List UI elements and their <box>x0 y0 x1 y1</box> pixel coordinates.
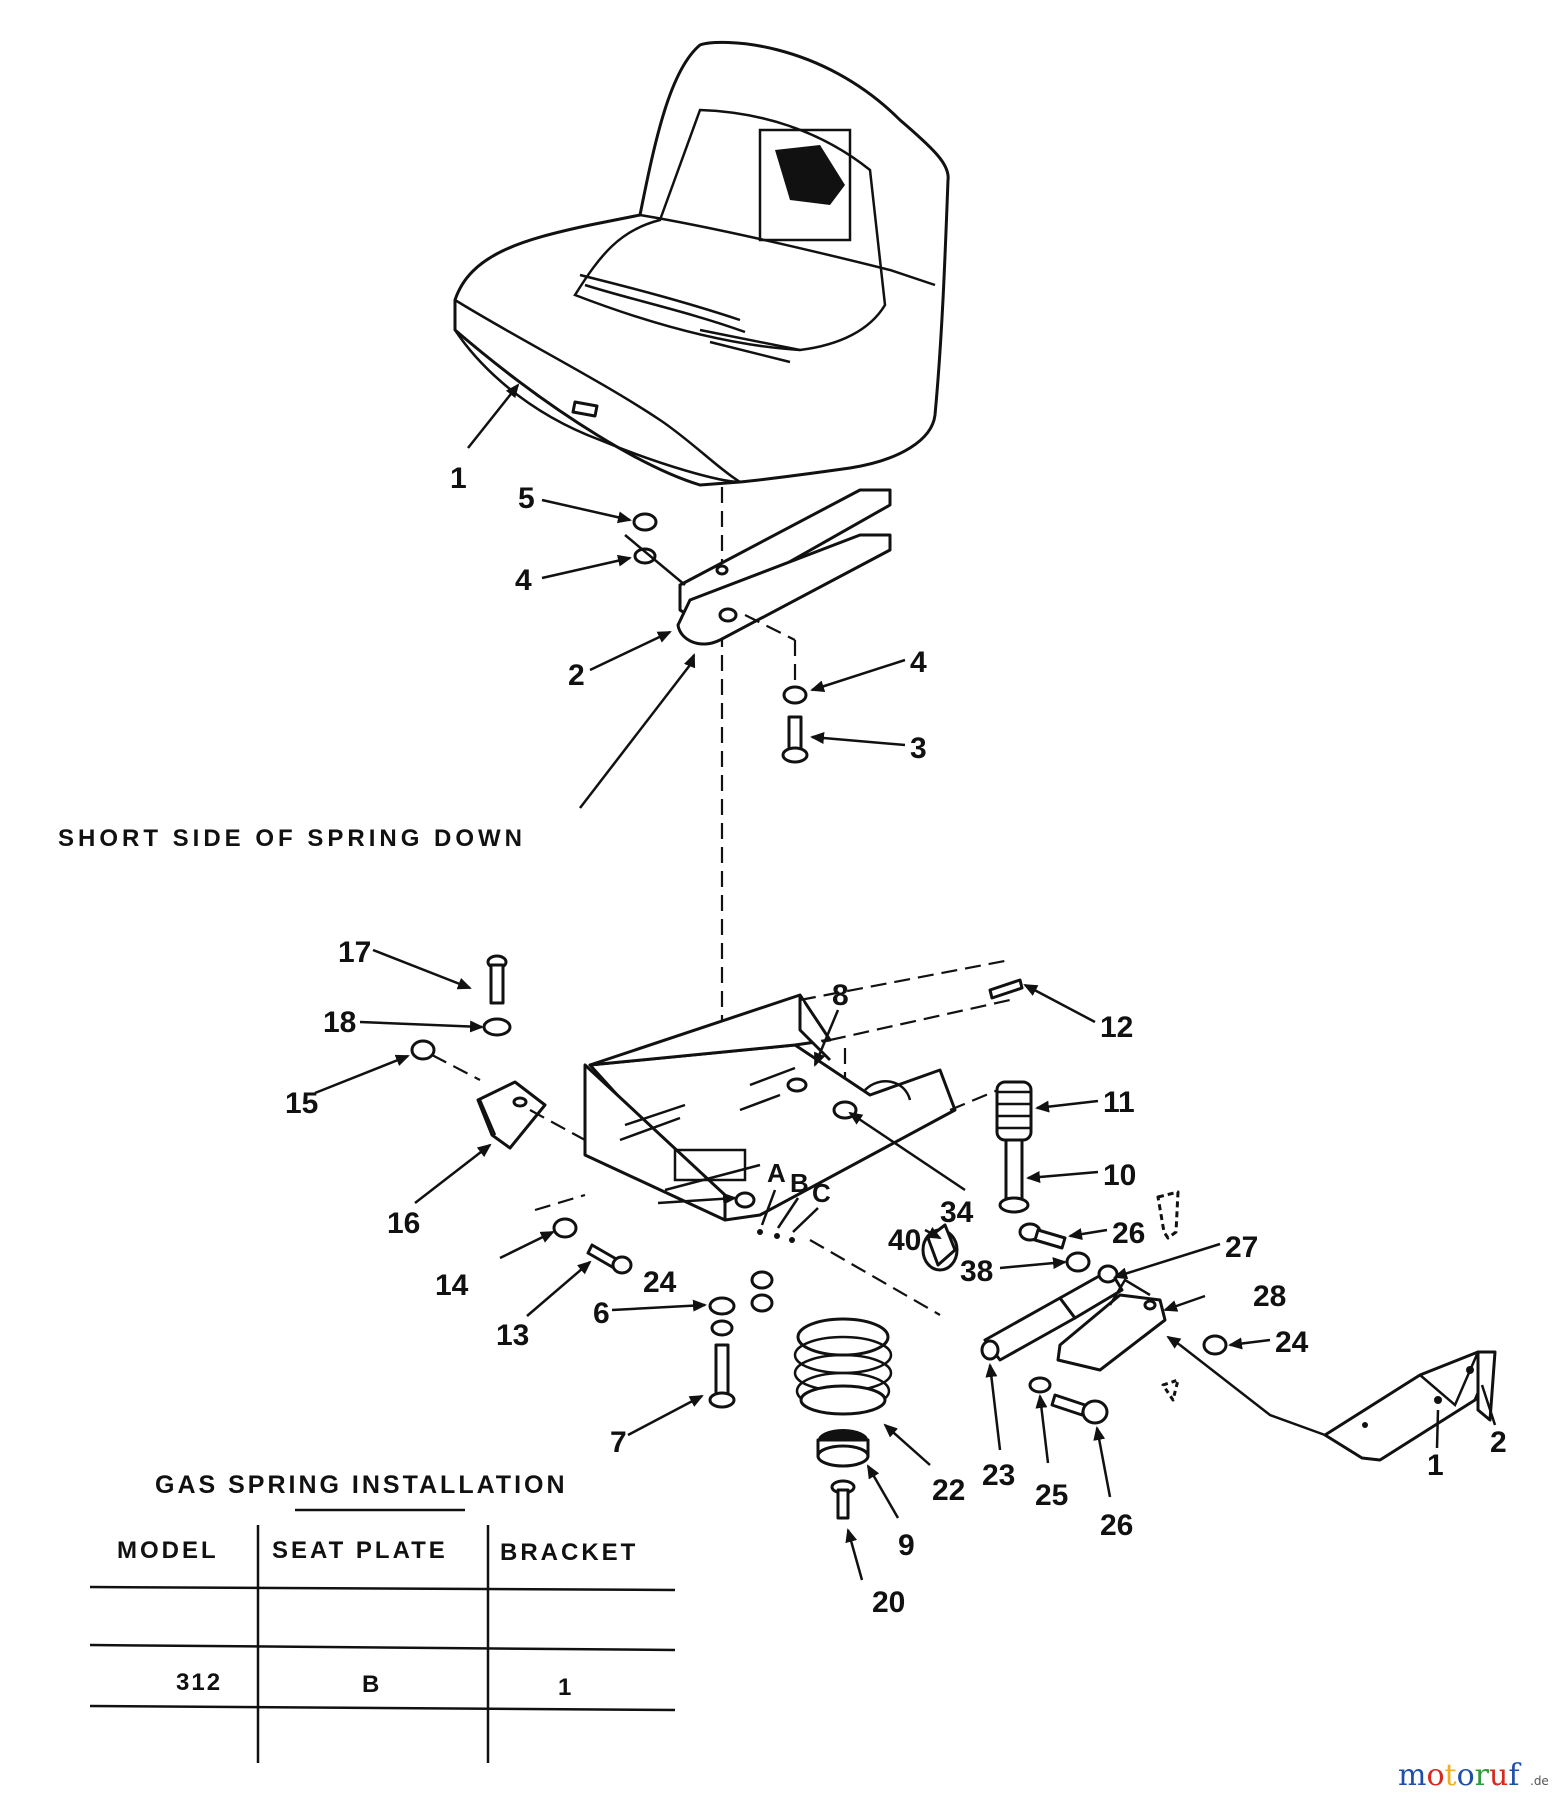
gas-spring-bracket-option <box>1323 1350 1497 1462</box>
callout-bolt-26-upper: 26 <box>1112 1217 1145 1250</box>
plate-hole-b: B <box>790 1168 809 1198</box>
callout-washer-38: 38 <box>960 1255 993 1288</box>
washer-38 <box>1065 1251 1091 1273</box>
bolt-26-lower <box>1050 1393 1109 1425</box>
pivot-bracket-16 <box>476 1080 547 1150</box>
watermark-letter: t <box>1445 1758 1457 1793</box>
callout-spacer-14: 14 <box>435 1269 469 1302</box>
callout-washer-4-lower: 4 <box>910 646 927 679</box>
callout-washer-6: 6 <box>593 1297 610 1330</box>
washer-4-lower <box>782 685 808 705</box>
callout-bolt-13: 13 <box>496 1319 529 1352</box>
bolt-13 <box>586 1243 633 1275</box>
table-title: GAS SPRING INSTALLATION <box>155 1471 568 1499</box>
spring-bracket <box>676 488 892 646</box>
bolt-20 <box>830 1479 856 1520</box>
callout-nut-5: 5 <box>518 482 535 515</box>
callout-nut-24-plate: 24 <box>643 1266 677 1299</box>
bolt-26-upper <box>1018 1222 1067 1250</box>
callout-nut-27: 27 <box>1225 1231 1258 1264</box>
washer-6 <box>708 1296 736 1316</box>
watermark-letter: u <box>1489 1758 1508 1793</box>
plate-hole-a: A <box>767 1158 786 1188</box>
bolt-7 <box>708 1343 736 1409</box>
callout-numbers: 1 5 4 2 4 3 17 18 15 16 8 12 11 10 34 26… <box>285 462 1309 1619</box>
callout-spring-22: 22 <box>932 1474 965 1507</box>
callout-bumper-9: 9 <box>898 1529 915 1562</box>
nut-plate-lower-2 <box>750 1293 774 1313</box>
callout-washer-25: 25 <box>1035 1479 1068 1512</box>
washer-25 <box>1028 1376 1052 1394</box>
callout-bolt-20: 20 <box>872 1586 905 1619</box>
callout-bracket-16: 16 <box>387 1207 420 1240</box>
nut-27 <box>1097 1264 1119 1284</box>
watermark-letter: o <box>1457 1758 1475 1793</box>
callout-bolt-7: 7 <box>610 1426 627 1459</box>
callout-nut-24-gas: 24 <box>1275 1326 1309 1359</box>
callout-nut-34: 34 <box>940 1196 974 1229</box>
callout-seat-1: 1 <box>450 462 467 495</box>
bolt-3 <box>781 715 809 764</box>
plate-hole-c: C <box>812 1178 831 1208</box>
callout-bolt-3: 3 <box>910 732 927 765</box>
nut-plate-lower <box>750 1270 774 1290</box>
table-header-model: MODEL <box>117 1537 219 1564</box>
gas-spring-installation-table: GAS SPRING INSTALLATION MODEL SEAT PLATE… <box>89 1471 676 1763</box>
nut-24-gas <box>1202 1334 1228 1356</box>
callout-plate-8: 8 <box>832 979 849 1012</box>
lockwasher-6 <box>710 1319 734 1337</box>
motoruf-watermark: motoruf .de <box>1398 1758 1549 1793</box>
callout-bushing-40: 40 <box>888 1224 921 1257</box>
watermark-letter: r <box>1475 1758 1490 1793</box>
screw-top-right <box>1156 1190 1180 1240</box>
clip-8 <box>786 1077 808 1093</box>
watermark-letter: m <box>1398 1758 1426 1793</box>
washer-18 <box>482 1017 512 1037</box>
watermark-suffix: .de <box>1530 1774 1549 1788</box>
watermark-letter: o <box>1426 1758 1444 1793</box>
bracket-hole-2: 2 <box>1490 1426 1507 1459</box>
callout-washer-4: 4 <box>515 564 532 597</box>
nut-24-plate <box>734 1191 756 1209</box>
table-cell-bracket: 1 <box>558 1674 573 1701</box>
washer-4-upper <box>633 547 657 565</box>
table-cell-model: 312 <box>176 1669 222 1696</box>
callout-spring-11: 11 <box>1103 1086 1135 1119</box>
callout-bolt-26-lower: 26 <box>1100 1509 1133 1542</box>
callout-pin-12: 12 <box>1100 1011 1133 1044</box>
bumper-9 <box>816 1429 870 1468</box>
watermark-text: motoruf <box>1398 1758 1521 1793</box>
callout-bolt-17: 17 <box>338 936 371 969</box>
table-cell-seat-plate: B <box>362 1671 381 1698</box>
seat <box>453 40 950 487</box>
spring-orientation-note: SHORT SIDE OF SPRING DOWN <box>58 825 526 852</box>
callout-bracket-28: 28 <box>1253 1280 1286 1313</box>
table-header-bracket: BRACKET <box>500 1539 638 1566</box>
callout-washer-18: 18 <box>323 1006 356 1039</box>
callout-nut-15: 15 <box>285 1087 318 1120</box>
nut-5 <box>632 512 658 532</box>
pin-12 <box>988 978 1024 1000</box>
callout-gas-spring-23: 23 <box>982 1459 1015 1492</box>
pin-10 <box>998 1138 1030 1214</box>
table-header-seat-plate: SEAT PLATE <box>272 1537 448 1564</box>
spring-11 <box>995 1080 1033 1142</box>
mount-bracket-28 <box>1056 1278 1167 1372</box>
bolt-17 <box>486 954 508 1005</box>
coil-spring-22 <box>793 1317 893 1416</box>
bracket-hole-1: 1 <box>1427 1449 1444 1482</box>
leader-lines <box>314 383 1326 1581</box>
watermark-letter: f <box>1508 1758 1521 1793</box>
callout-pin-10: 10 <box>1103 1159 1136 1192</box>
callout-bracket-2: 2 <box>568 659 585 692</box>
spacer-14 <box>552 1217 578 1239</box>
nut-15 <box>410 1039 436 1061</box>
